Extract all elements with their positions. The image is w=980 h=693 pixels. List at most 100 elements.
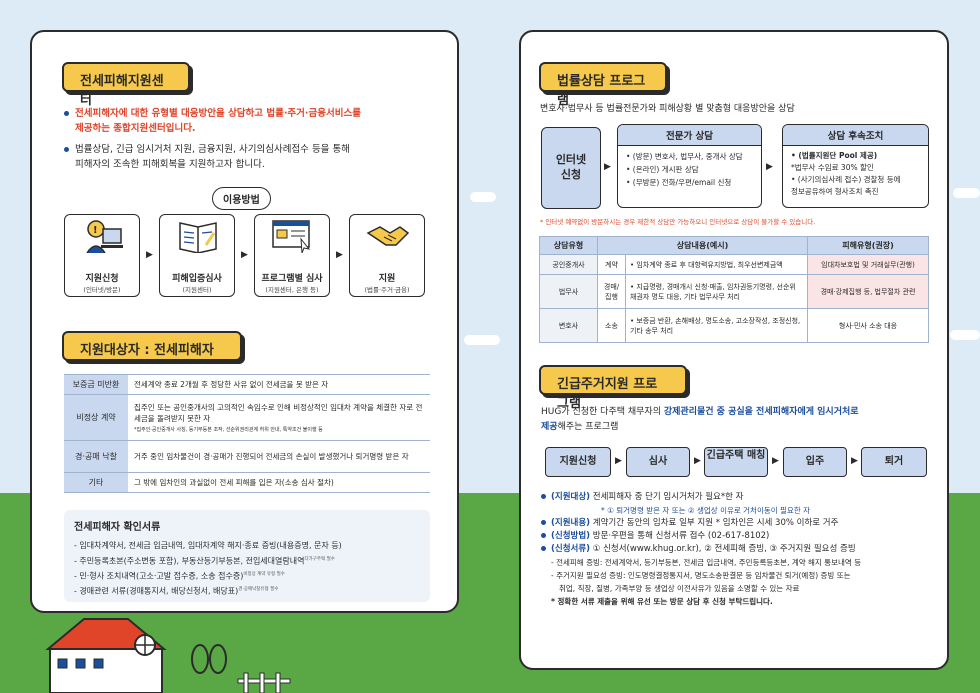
info-sub: - 주거지원 필요성 증빙: 인도명령결정통지서, 명도소송판결문 등 임차물건… — [551, 571, 851, 580]
bullet-dot — [541, 494, 546, 499]
section-title-housing: 긴급주거지원 프로그램 — [539, 365, 687, 411]
expert-consult-list: • (방문) 변호사, 법무사, 중개사 상담 • (온라인) 게시판 상담 •… — [618, 146, 761, 193]
cell: 변호사 — [539, 308, 598, 343]
cell: 경매/집행 — [597, 274, 626, 309]
housing-intro: HUG가 신청한 다주택 채무자의 강제관리물건 중 공실을 전세피해자에게 임… — [541, 405, 931, 435]
table-row: 기타 그 밖에 임차인의 과실없이 전세 피해를 입은 자(소송 심사 절차) — [64, 472, 430, 493]
bullet-dot — [64, 147, 69, 152]
housing-info-list: (지원대상) 전세피해자 중 단기 임시거처가 필요*한 자 * ① 퇴거명령 … — [541, 491, 936, 608]
arrow-icon: ▶ — [241, 250, 248, 260]
handshake-icon — [366, 226, 410, 246]
arrow-icon: ▶ — [851, 456, 858, 466]
arrow-icon: ▶ — [604, 162, 611, 172]
usage-label: 이용방법 — [212, 187, 271, 210]
info-text: 전세피해자 중 단기 임시거처가 필요*한 자 — [590, 492, 744, 502]
cloud — [950, 330, 980, 340]
arrow-icon: ▶ — [766, 162, 773, 172]
step-name: 피해입증심사 — [172, 274, 222, 284]
bullet-dot — [64, 111, 69, 116]
internet-label: 인터넷 — [555, 153, 587, 166]
documents-box: 전세피해자 확인서류 - 임대차계약서, 전세금 입금내역, 임대차계약 해지·… — [64, 510, 430, 602]
notice-text: * 인터넷 예약없이 방문하시는 경우 제한적 상담만 가능하오니 인터넷으로 … — [540, 218, 816, 226]
intro-red-line2: 제공하는 종합지원센터입니다. — [75, 123, 196, 134]
row-body: 집주인 또는 공인중개사의 고의적인 속임수로 인해 비정상적인 임대차 계약을… — [128, 394, 430, 441]
step-sub: (지원센터) — [182, 286, 212, 294]
legal-intro: 변호사·법무사 등 법률전문가와 피해상황 별 맞춤형 대응방안을 상담 — [540, 104, 795, 114]
program-review-icon — [272, 220, 311, 253]
list-item: • (방문) 변호사, 법무사, 중개사 상담 — [626, 152, 743, 161]
cell: 형사·민사 소송 대응 — [807, 308, 929, 343]
step-sub: (지원센터, 은행 등) — [265, 286, 319, 294]
info-item: (신청서류) ① 신청서(www.khug.or.kr), ② 전세피해 증빙,… — [541, 543, 936, 556]
intro-line2: 피해자의 조속한 피해회복을 지원하고자 합니다. — [75, 159, 265, 170]
intro-red: 전세피해자에 대한 유형별 대응방안을 상담하고 법률·주거·금융서비스를 제공… — [64, 106, 434, 136]
step-sub: (법률·주거·금융) — [364, 286, 410, 294]
housing-intro-text: HUG가 신청한 다주택 채무자의 — [541, 407, 664, 417]
step-program-review: 프로그램별 심사 (지원센터, 은행 등) — [254, 214, 330, 297]
cell: 소송 — [597, 308, 626, 343]
step-name: 지원신청 — [85, 274, 119, 284]
list-item: • (온라인) 게시판 상담 — [626, 165, 699, 174]
row-note: *집주인·공인중개사 사칭, 등기부등본 조작, 선순위권리관계 허위 안내, … — [134, 427, 323, 433]
docs-item: - 주민등록초본(주소변동 포함), 부동산등기부등본, 전입세대열람내역다가구… — [74, 553, 420, 568]
table-row: 변호사 소송 • 보증금 반환, 손해배상, 명도소송, 고소장작성, 조정신청… — [539, 308, 929, 343]
column-header: 상담내용(예시) — [597, 236, 808, 255]
house-illustration — [45, 618, 291, 693]
table-row: 법무사 경매/집행 • 지급명령, 경매개시 신청·매출, 임차권등기명령, 선… — [539, 274, 929, 309]
process-step: 긴급주택 매칭 — [704, 447, 768, 477]
cell: 법무사 — [539, 274, 598, 309]
docs-item-text: - 경매관련 서류(경매통지서, 배당신청서, 배당표) — [74, 586, 239, 596]
intro-text: 법률상담, 긴급 임시거처 지원, 금융지원, 사기의심사례접수 등을 통해 피… — [64, 142, 434, 172]
section-title-legal: 법률상담 프로그램 — [539, 62, 667, 108]
cell: • 지급명령, 경매개시 신청·매출, 임차권등기명령, 선순위 채권자 명도 … — [625, 274, 808, 309]
info-label: (신청서류) — [551, 544, 591, 554]
row-body-text: 집주인 또는 공인중개사의 고의적인 속임수로 인해 비정상적인 임대차 계약을… — [134, 403, 423, 423]
info-item: (신청방법) 방문·우편을 통해 신청서류 접수 (02-617-8102) — [541, 530, 936, 543]
cell: 공인중개사 — [539, 254, 598, 275]
docs-item-note: 비정상 계약 유형 필수 — [243, 571, 285, 577]
info-text: ① 신청서(www.khug.or.kr), ② 전세피해 증빙, ③ 주거지원… — [590, 544, 856, 554]
bullet-dot — [541, 520, 546, 525]
docs-item-note: 경·공매낙찰유형 필수 — [238, 586, 279, 592]
process-step: 지원신청 — [545, 447, 611, 477]
document-review-icon — [179, 222, 217, 253]
section-title-eligible: 지원대상자 : 전세피해자 — [62, 331, 242, 361]
process-step: 심사 — [626, 447, 690, 477]
list-item: • (법률지원단 Pool 제공) — [791, 151, 878, 160]
follow-up-title: 상담 후속조치 — [783, 125, 928, 146]
row-head: 보증금 미반환 — [64, 374, 128, 395]
process-step: 입주 — [783, 447, 847, 477]
row-body: 그 밖에 임차인의 과실없이 전세 피해를 입은 자(소송 심사 절차) — [128, 472, 430, 493]
intro-line1: 법률상담, 긴급 임시거처 지원, 금융지원, 사기의심사례접수 등을 통해 — [75, 144, 350, 155]
svg-text:!: ! — [93, 225, 98, 236]
info-sub: 취업, 직장, 질병, 가족부양 등 생업상 이전사유가 있음을 소명할 수 있… — [559, 584, 800, 593]
section-title-support-center: 전세피해지원센터 — [62, 62, 190, 108]
step-name: 프로그램별 심사 — [261, 274, 323, 284]
internet-apply-box: 인터넷 신청 — [541, 127, 601, 209]
docs-item: - 민·형사 조치내역(고소·고발 접수증, 소송 접수증)비정상 계약 유형 … — [74, 568, 420, 583]
info-label: (지원대상) — [551, 492, 591, 502]
arrow-icon: ▶ — [146, 250, 153, 260]
table-row: 공인중개사 계약 • 임차계약 종료 후 대항력유지방법, 최우선변제금액 임대… — [539, 254, 929, 275]
step-sub: (인터넷/방문) — [83, 286, 121, 294]
process-step: 퇴거 — [861, 447, 927, 477]
info-note: * ① 퇴거명령 받은 자 또는 ② 생업상 이유로 거처이동이 필요한 자 — [601, 506, 811, 515]
docs-item: - 임대차계약서, 전세금 입금내역, 임대차계약 해지·종료 증빙(내용증명,… — [74, 539, 420, 553]
arrow-icon: ▶ — [694, 456, 701, 466]
arrow-icon: ▶ — [615, 456, 622, 466]
table-header-row: 상담유형 상담내용(예시) 피해유형(권장) — [539, 236, 929, 255]
follow-up-box: 상담 후속조치 • (법률지원단 Pool 제공) *법무사 수임료 30% 할… — [782, 124, 929, 208]
info-item: (지원내용) 계약기간 동안의 임차료 일부 지원 * 임차인은 시세 30% … — [541, 517, 936, 530]
list-item: *법무사 수임료 30% 할인 — [791, 163, 874, 172]
eligibility-table: 보증금 미반환 전세계약 종료 2개월 후 정당한 사유 없이 전세금을 못 받… — [64, 374, 430, 493]
cloud — [470, 192, 496, 202]
bullet-dot — [541, 533, 546, 538]
info-sub: - 전세피해 증빙: 전세계약서, 등기부등본, 전세금 입금내역, 주민등록등… — [551, 558, 862, 567]
column-header: 상담유형 — [539, 236, 598, 255]
step-support-request: ! 지원신청 (인터넷/방문) — [64, 214, 140, 297]
internet-label: 신청 — [560, 168, 582, 181]
row-head: 경·공매 낙찰 — [64, 440, 128, 473]
table-row: 비정상 계약 집주인 또는 공인중개사의 고의적인 속임수로 인해 비정상적인 … — [64, 394, 430, 441]
housing-intro-emph: 강제관리물건 중 공실을 전세피해자에게 임시거처로 — [663, 407, 859, 417]
docs-item-text: - 민·형사 조치내역(고소·고발 접수증, 소송 접수증) — [74, 571, 244, 581]
